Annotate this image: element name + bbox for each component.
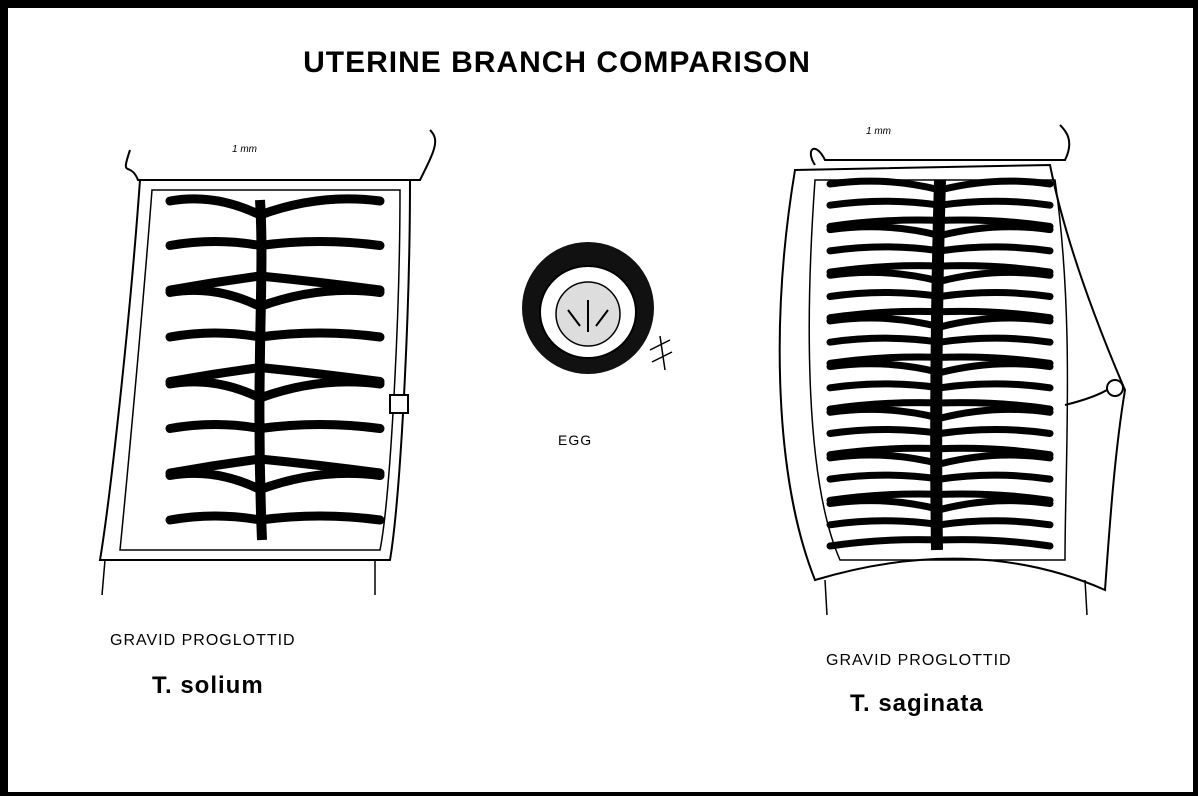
uterine-branch bbox=[940, 201, 1050, 205]
uterine-branch bbox=[170, 242, 260, 246]
uterine-branch bbox=[940, 247, 1050, 251]
uterine-branch bbox=[830, 293, 940, 297]
t-solium-caption: GRAVID PROGLOTTID bbox=[110, 632, 296, 650]
uterine-branch bbox=[170, 199, 260, 215]
uterine-branch bbox=[260, 516, 380, 520]
uterine-branch bbox=[940, 338, 1050, 342]
uterine-branch bbox=[260, 242, 380, 246]
uterine-branch bbox=[830, 521, 940, 525]
egg-illustration bbox=[520, 240, 690, 390]
uterine-branch bbox=[260, 290, 380, 306]
uterine-branch bbox=[940, 501, 1050, 510]
uterine-branch bbox=[940, 475, 1050, 479]
uterine-branch bbox=[170, 290, 260, 306]
uterine-branch bbox=[940, 455, 1050, 464]
diagram-title: UTERINE BRANCH COMPARISON bbox=[0, 46, 1114, 80]
uterine-branch bbox=[940, 384, 1050, 388]
uterine-branch bbox=[940, 318, 1050, 327]
uterine-branch bbox=[940, 540, 1050, 546]
uterine-branch bbox=[830, 429, 940, 433]
uterine-branch bbox=[830, 338, 940, 342]
uterine-branch bbox=[940, 293, 1050, 297]
uterine-branch bbox=[260, 425, 380, 429]
uterine-branch bbox=[170, 425, 260, 429]
uterine-branch bbox=[830, 364, 940, 373]
uterine-branch bbox=[830, 475, 940, 479]
uterine-branch bbox=[830, 272, 940, 281]
egg-label: EGG bbox=[558, 432, 592, 448]
uterine-branch bbox=[170, 473, 260, 489]
uterine-branch bbox=[830, 455, 940, 464]
t-saginata-proglottid-illustration bbox=[765, 120, 1145, 620]
uterine-branch bbox=[940, 521, 1050, 525]
uterine-branch bbox=[830, 181, 940, 190]
uterine-branch bbox=[170, 333, 260, 337]
t-saginata-caption: GRAVID PROGLOTTID bbox=[826, 652, 1012, 670]
uterine-branch bbox=[260, 333, 380, 337]
uterine-branch bbox=[170, 382, 260, 398]
uterine-branch bbox=[940, 227, 1050, 236]
uterine-branch bbox=[260, 199, 380, 215]
uterine-branch bbox=[170, 516, 260, 520]
uterine-branch bbox=[830, 501, 940, 510]
uterine-branch bbox=[830, 227, 940, 236]
uterine-branch bbox=[830, 201, 940, 205]
uterine-branch bbox=[830, 318, 940, 327]
t-solium-scale-label: 1 mm bbox=[232, 144, 257, 155]
uterine-branch bbox=[940, 429, 1050, 433]
uterine-branch bbox=[260, 473, 380, 489]
uterine-branch bbox=[940, 272, 1050, 281]
t-solium-species-label: T. solium bbox=[152, 672, 264, 700]
uterine-branch bbox=[830, 247, 940, 251]
uterine-branch bbox=[940, 409, 1050, 418]
uterine-branch bbox=[830, 409, 940, 418]
uterine-branch bbox=[830, 540, 940, 546]
t-solium-proglottid-illustration bbox=[90, 120, 450, 600]
uterine-branch bbox=[940, 181, 1050, 190]
t-saginata-species-label: T. saginata bbox=[850, 690, 984, 718]
t-saginata-scale-label: 1 mm bbox=[866, 126, 891, 137]
uterine-branch bbox=[830, 384, 940, 388]
uterine-branch bbox=[940, 364, 1050, 373]
uterine-branch bbox=[260, 382, 380, 398]
